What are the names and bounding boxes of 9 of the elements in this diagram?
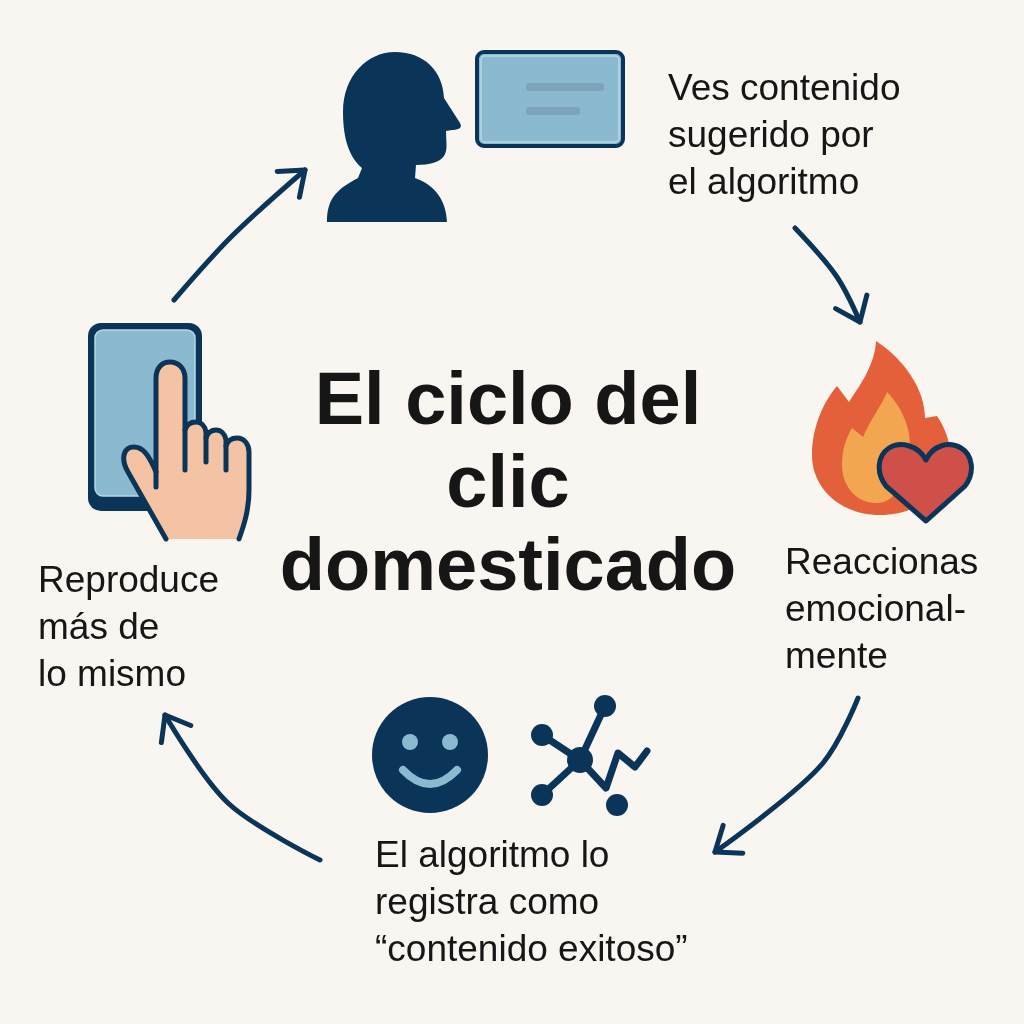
caption-text: Reaccionas emocional- mente xyxy=(785,540,979,678)
caption-text: Reproduce más de lo mismo xyxy=(38,558,219,696)
diagram-title: El ciclo del clic domesticado xyxy=(278,357,738,606)
caption-text: Ves contenido sugerido por el algoritmo xyxy=(668,66,901,204)
arrow xyxy=(792,225,870,325)
caption-text: El algoritmo lo registra como “contenido exitoso” xyxy=(375,833,688,971)
arrow xyxy=(712,695,861,856)
arrow xyxy=(171,167,308,303)
arrow xyxy=(159,712,323,863)
